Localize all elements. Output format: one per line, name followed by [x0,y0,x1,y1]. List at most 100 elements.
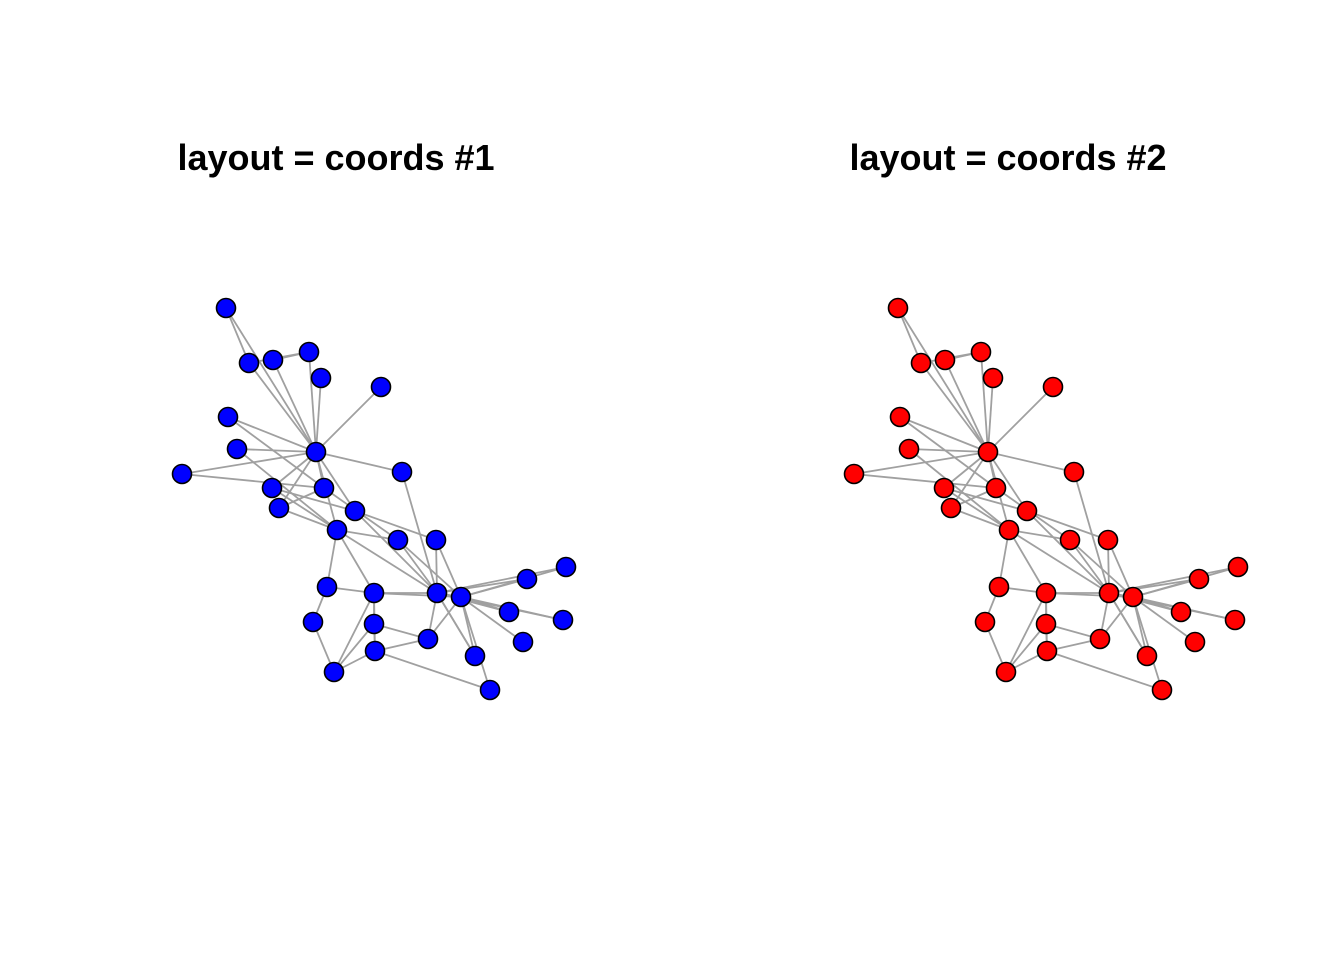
network-graph-1 [171,297,577,701]
graph-edge [1026,510,1110,594]
graph-edge [1026,510,1109,541]
graph-edge [1046,650,1163,691]
graph-edge [1069,539,1110,594]
graph-edge [853,473,997,489]
graph-vertex [998,519,1020,541]
graph-edge [899,416,997,489]
graph-edge [278,451,317,509]
graph-edge [897,307,989,453]
graph-edge [336,529,438,594]
graph-vertex [1035,613,1057,635]
graph-edge [920,362,989,453]
graph-edge [333,623,375,673]
graph-edge [944,359,989,453]
graph-vertex [1035,582,1057,604]
graph-vertex [555,556,577,578]
graph-vertex [933,477,955,499]
graph-edge [236,448,317,453]
graph-vertex [552,609,574,631]
graph-vertex [450,586,472,608]
graph-vertex [1097,529,1119,551]
graph-edge [336,529,399,541]
graph-vertex [988,576,1010,598]
vertices [171,297,577,701]
graph-edge [987,377,994,453]
graph-vertex [323,661,345,683]
graph-edge [272,359,317,453]
graph-edge [1008,529,1110,594]
graph-edge [227,416,317,453]
graph-edge [943,487,1010,531]
graph-edge [333,592,375,673]
graph-vertex [1151,679,1173,701]
graph-edge [460,596,491,691]
graph-vertex [316,576,338,598]
graph-vertex [363,582,385,604]
graph-edge [248,362,317,453]
graph-vertex [217,406,239,428]
graph-vertex [1122,586,1144,608]
graph-vertex [977,441,999,463]
graph-vertex [417,628,439,650]
graph-vertex [1089,628,1111,650]
graph-edge [460,566,567,598]
graph-vertex [1188,568,1210,590]
graph-edge [315,377,322,453]
graph-edge [315,451,356,512]
graph-edge [1073,471,1110,594]
graph-edge [1008,529,1047,594]
graph-vertex [425,529,447,551]
graph-edge [1107,539,1134,598]
graph-vertex [215,297,237,319]
graph-edge [436,592,476,657]
graph-edge [853,451,989,475]
graph-vertex [363,613,385,635]
graph-edge [225,307,317,453]
graph-vertex [426,582,448,604]
graph-edge [1005,623,1047,673]
graph-vertex [344,500,366,522]
graph-vertex [934,349,956,371]
graph-edge [950,507,1010,531]
graph-edge [987,386,1054,453]
graph-vertex [1036,640,1058,662]
graph-edge [308,351,317,453]
graph-edge [278,507,338,531]
graph-edge [987,451,1075,473]
graph-vertex [364,640,386,662]
graph-edge [1069,539,1134,598]
graph-vertex [995,661,1017,683]
graph-edge [397,539,462,598]
graph-vertex [1063,461,1085,483]
graph-edge [181,473,325,489]
graph-edge [1132,596,1163,691]
graph-vertex [1227,556,1249,578]
graph-edge [460,596,524,643]
graph-vertex [1136,645,1158,667]
graph-edge [336,529,375,594]
graph-edge [943,487,1028,512]
graph-vertex [305,441,327,463]
graph-vertex [889,406,911,428]
graph-edge [980,351,989,453]
graph-vertex [313,477,335,499]
graph-vertex [1224,609,1246,631]
graph-edge [354,510,437,541]
graph-vertex [262,349,284,371]
graph-vertex [974,611,996,633]
graph-vertex [970,341,992,363]
graph-vertex [982,367,1004,389]
graph-vertex [261,477,283,499]
graph-vertex [226,438,248,460]
graph-vertex [387,529,409,551]
graph-vertex [843,463,865,485]
graph-vertex [171,463,193,485]
graph-edge [899,416,989,453]
graph-vertex [464,645,486,667]
graph-vertex [479,679,501,701]
graph-edge [1132,596,1196,643]
graph-vertex [985,477,1007,499]
graph-edge [315,451,403,473]
graph-edge [397,539,438,594]
graph-edge [1008,529,1071,541]
